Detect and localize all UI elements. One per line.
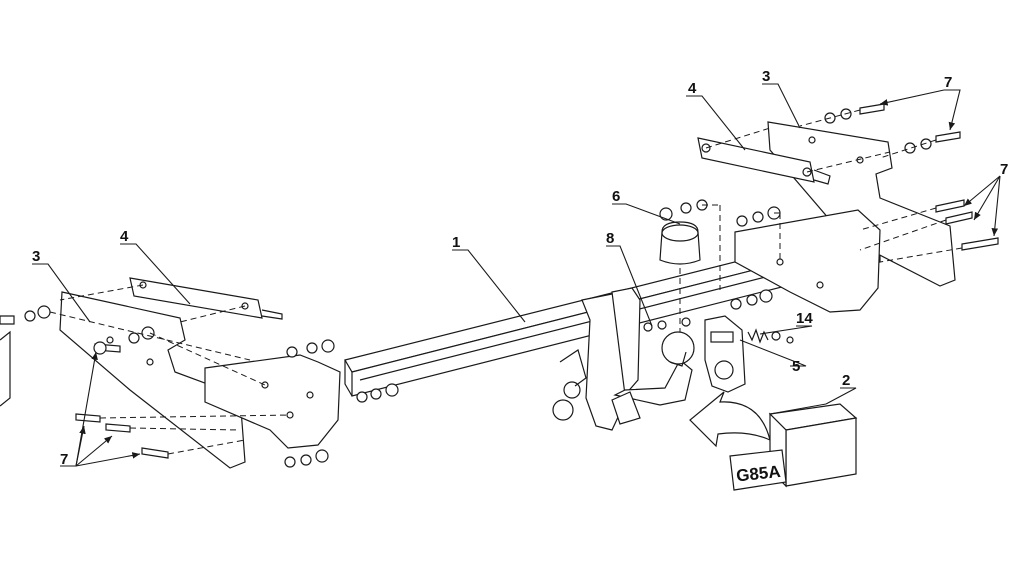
tow-ball-arm xyxy=(611,331,695,425)
callout-3-right: 3 xyxy=(762,68,770,85)
left-mounting-plate xyxy=(204,354,341,449)
callout-6: 6 xyxy=(612,188,620,205)
left-bar-plate xyxy=(129,277,283,320)
callout-7-top-right: 7 xyxy=(944,74,952,91)
kit-code-label: G85A xyxy=(735,462,781,486)
assembly-lines xyxy=(49,109,963,455)
callout-5: 5 xyxy=(792,358,800,375)
socket-plate xyxy=(704,315,746,393)
callout-4-right: 4 xyxy=(688,80,697,97)
spring xyxy=(747,328,794,344)
kit-box xyxy=(729,403,858,491)
callout-7-left: 7 xyxy=(60,451,68,468)
bolts-left xyxy=(0,305,399,468)
right-mounting-plate xyxy=(734,209,881,313)
callout-4-left: 4 xyxy=(120,228,129,245)
right-bar-plate xyxy=(697,137,831,185)
callout-8: 8 xyxy=(606,230,614,247)
right-side-bracket xyxy=(767,121,956,287)
direction-arrow xyxy=(689,391,771,448)
ball-cover xyxy=(659,221,701,265)
bolts-right xyxy=(643,103,999,332)
callout-2: 2 xyxy=(842,372,850,389)
callout-3-left: 3 xyxy=(32,248,40,265)
callout-1: 1 xyxy=(452,234,460,251)
callout-14: 14 xyxy=(796,310,813,327)
left-edge-panel xyxy=(0,330,11,407)
callout-7-right: 7 xyxy=(1000,161,1008,178)
bolt-pin xyxy=(552,349,587,421)
leader-lines xyxy=(32,83,1001,467)
